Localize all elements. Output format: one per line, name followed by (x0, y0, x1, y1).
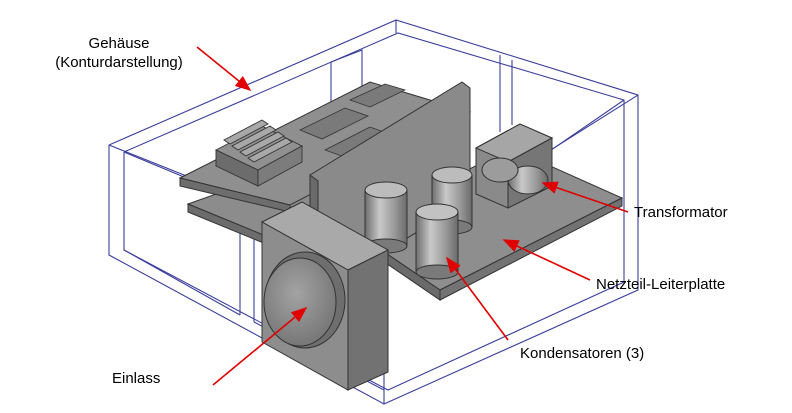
capacitor-3 (415, 203, 459, 280)
arrow-transformer (541, 181, 629, 213)
label-transformer: Transformator (634, 204, 728, 221)
inlet (260, 201, 390, 391)
arrow-housing (196, 46, 252, 92)
label-psu-board: Netzteil-Leiterplatte (596, 276, 726, 293)
label-housing-line1: Gehäuse (88, 35, 150, 52)
callout-arrows (196, 46, 629, 386)
label-housing-line2: (Konturdarstellung) (55, 54, 183, 71)
label-capacitors: Kondensatoren (3) (520, 345, 645, 362)
arrow-capacitors (446, 256, 509, 341)
arrow-inlet (212, 306, 308, 386)
heatsink (214, 119, 303, 187)
label-inlet: Einlass (112, 370, 161, 387)
transformer (474, 123, 554, 209)
arrow-psu-board (502, 239, 591, 281)
label-housing: Gehäuse (Konturdarstellung) (44, 34, 194, 72)
